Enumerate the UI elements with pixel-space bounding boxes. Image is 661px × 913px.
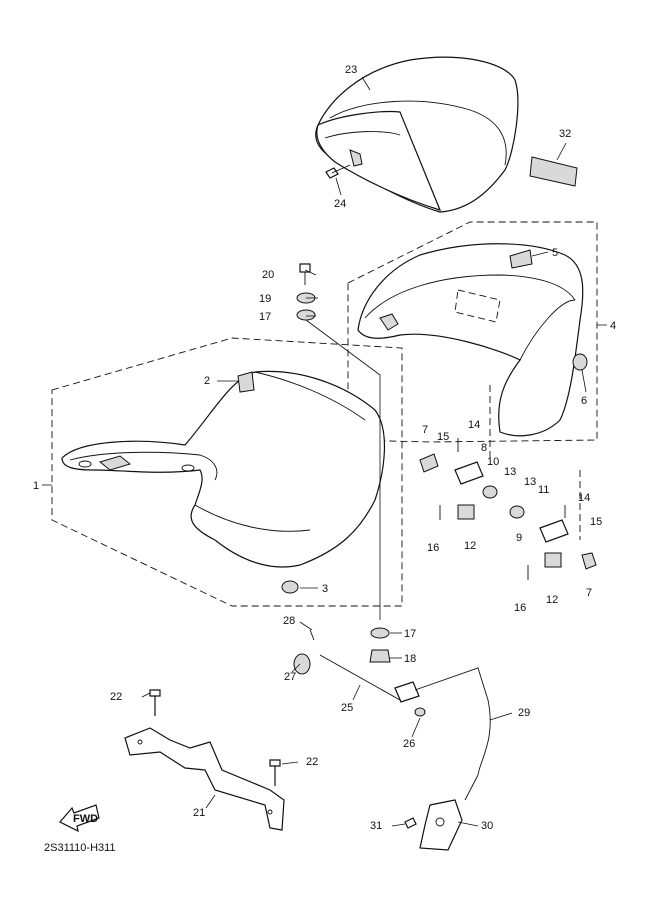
callout-17a: 17 xyxy=(259,311,271,323)
callout-1: 1 xyxy=(33,480,39,492)
callout-10: 10 xyxy=(487,456,499,468)
callout-8: 8 xyxy=(481,442,487,454)
bolt-24 xyxy=(325,164,351,179)
bolt-22-right xyxy=(269,759,281,786)
callout-22a: 22 xyxy=(110,691,122,703)
bolt-31 xyxy=(404,817,417,829)
rear-seat-23 xyxy=(315,56,519,213)
lock-hardware xyxy=(419,438,597,580)
callout-5: 5 xyxy=(552,247,558,259)
callout-13a: 13 xyxy=(504,466,516,478)
callout-28: 28 xyxy=(283,615,295,627)
damper-3 xyxy=(281,580,299,594)
fwd-arrow-icon: FWD xyxy=(59,804,100,833)
grommet-18 xyxy=(369,649,391,663)
group-box-1 xyxy=(51,337,403,607)
callout-12b: 12 xyxy=(546,594,558,606)
collar-17-upper xyxy=(296,309,316,321)
callout-32: 32 xyxy=(559,128,571,140)
clip-2 xyxy=(237,371,255,393)
callout-14a: 14 xyxy=(468,419,480,431)
callout-12a: 12 xyxy=(464,540,476,552)
diagram-code: 2S31110-H311 xyxy=(44,842,116,854)
callout-26: 26 xyxy=(403,738,415,750)
collar-17-lower xyxy=(370,627,390,639)
callout-27: 27 xyxy=(284,671,296,683)
bolt-20 xyxy=(299,263,311,285)
callout-4: 4 xyxy=(610,320,616,332)
callout-15a: 15 xyxy=(437,431,449,443)
callout-18: 18 xyxy=(404,653,416,665)
bolt-22-left xyxy=(149,689,161,716)
callout-25: 25 xyxy=(341,702,353,714)
seat-lock-cable-assy xyxy=(293,629,491,801)
lever-30 xyxy=(419,799,463,851)
callout-7b: 7 xyxy=(586,587,592,599)
callouts: 1 2 3 4 5 6 7 7 8 9 10 11 12 12 13 13 14… xyxy=(33,64,616,832)
bracket-21 xyxy=(124,727,285,831)
fwd-label: FWD xyxy=(73,813,98,825)
callout-29: 29 xyxy=(518,707,530,719)
callout-9: 9 xyxy=(516,532,522,544)
callout-20: 20 xyxy=(262,269,274,281)
callout-3: 3 xyxy=(322,583,328,595)
callout-6: 6 xyxy=(581,395,587,407)
callout-21: 21 xyxy=(193,807,205,819)
callout-2: 2 xyxy=(204,375,210,387)
callout-24: 24 xyxy=(334,198,346,210)
rear-seat-base-4 xyxy=(357,243,584,437)
callout-11: 11 xyxy=(538,484,549,496)
clip-5 xyxy=(509,249,533,269)
callout-17b: 17 xyxy=(404,628,416,640)
callout-30: 30 xyxy=(481,820,493,832)
callout-22b: 22 xyxy=(306,756,318,768)
callout-7a: 7 xyxy=(422,424,428,436)
callout-15b: 15 xyxy=(590,516,602,528)
callout-16a: 16 xyxy=(427,542,439,554)
callout-19: 19 xyxy=(259,293,271,305)
front-seat-1 xyxy=(61,370,385,568)
callout-14b: 14 xyxy=(578,492,590,504)
damper-6 xyxy=(572,353,588,371)
label-32-decal xyxy=(529,156,578,187)
leader-lines xyxy=(42,76,607,827)
callout-16b: 16 xyxy=(514,602,526,614)
callout-13b: 13 xyxy=(524,476,536,488)
callout-31: 31 xyxy=(370,820,382,832)
callout-23: 23 xyxy=(345,64,357,76)
